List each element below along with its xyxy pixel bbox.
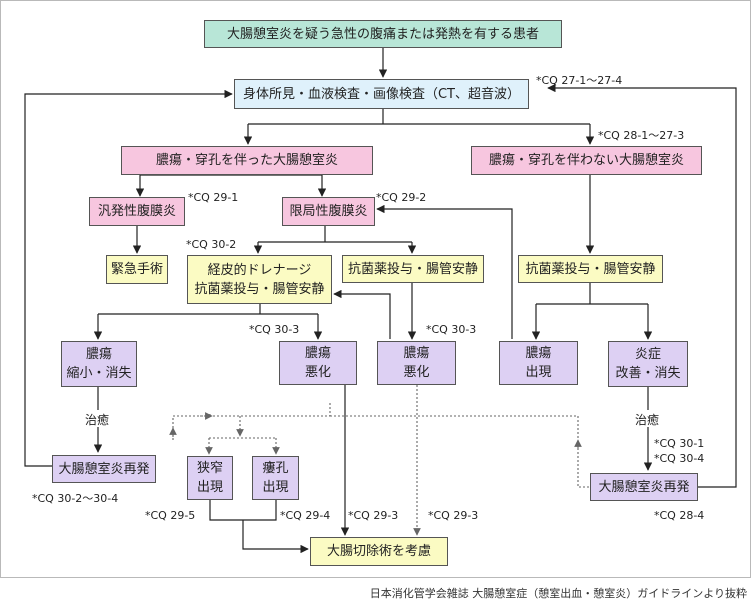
drainage-label-line1: 経皮的ドレナージ [207,262,312,278]
abscess-appear-line1: 膿瘍 [525,346,552,361]
abscess-worse-2-line1: 膿瘍 [403,346,430,361]
abscess-perforation-label: 膿瘍・穿孔を伴った大腸憩室炎 [155,153,338,168]
cq-recurrence-right-b: *CQ 30-4 [654,452,705,465]
patient-box: 大腸憩室炎を疑う急性の腹痛または発熱を有する患者 [204,20,562,48]
inflammation-improve-box: 炎症 改善・消失 [608,341,688,387]
diagram-frame [0,0,751,578]
cq-no-abscess: *CQ 28-1～27-3 [598,129,685,142]
cq-recurrence-right-a: *CQ 30-1 [654,437,705,450]
local-peritonitis-box: 限局性腹膜炎 [282,197,375,226]
abscess-shrink-box: 膿瘍 縮小・消失 [61,341,137,387]
healed-right-label: 治癒 [635,413,660,427]
inflammation-improve-line2: 改善・消失 [615,366,681,381]
cq-worse-1-resection: *CQ 29-3 [348,509,399,522]
cq-worse-1: *CQ 30-3 [249,323,300,336]
drainage-label-line2: 抗菌薬投与・腸管安静 [194,281,325,297]
abscess-shrink-line2: 縮小・消失 [66,366,132,381]
diffuse-peritonitis-label: 汎発性腹膜炎 [97,204,176,219]
abscess-worse-box-1: 膿瘍 悪化 [279,341,357,385]
recurrence-right-box: 大腸憩室炎再発 [590,473,698,501]
source-footer: 日本消化管学会雑誌 大腸憩室症（憩室出血・憩室炎）ガイドラインより抜粋 [369,587,747,600]
emergency-surgery-label: 緊急手術 [110,262,163,277]
no-abscess-perforation-label: 膿瘍・穿孔を伴わない大腸憩室炎 [488,153,684,168]
cq-local: *CQ 29-2 [376,191,427,204]
antibiotics-right-label: 抗菌薬投与・腸管安静 [525,261,656,277]
abscess-worse-2-line2: 悪化 [403,365,430,380]
recurrence-left-box: 大腸憩室炎再発 [52,455,156,483]
cq-worse-2: *CQ 30-3 [426,323,477,336]
resection-label: 大腸切除術を考慮 [326,544,431,559]
antibiotics-right-box: 抗菌薬投与・腸管安静 [518,255,663,283]
abscess-shrink-line1: 膿瘍 [85,347,112,362]
exam-label: 身体所見・血液検査・画像検査（CT、超音波） [242,86,521,102]
abscess-worse-1-line1: 膿瘍 [304,346,331,361]
fistula-box: 瘻孔 出現 [252,456,299,500]
abscess-perforation-box: 膿瘍・穿孔を伴った大腸憩室炎 [121,146,373,175]
stenosis-line1: 狭窄 [196,461,223,476]
cq-fistula: *CQ 29-4 [280,509,331,522]
cq-exam: *CQ 27-1～27-4 [536,74,623,87]
abscess-worse-1-line2: 悪化 [304,365,331,380]
drainage-box: 経皮的ドレナージ 抗菌薬投与・腸管安静 [187,255,332,304]
cq-drainage: *CQ 30-2 [186,238,237,251]
emergency-surgery-box: 緊急手術 [106,255,168,284]
local-peritonitis-label: 限局性腹膜炎 [289,204,368,219]
cq-recurrence-right-c: *CQ 28-4 [654,509,705,522]
cq-stenosis: *CQ 29-5 [145,509,196,522]
stenosis-line2: 出現 [196,480,223,495]
fistula-line2: 出現 [262,480,289,495]
fistula-line1: 瘻孔 [262,461,289,476]
stenosis-box: 狭窄 出現 [187,456,233,500]
antibiotics-mid-label: 抗菌薬投与・腸管安静 [347,261,478,277]
abscess-appear-line2: 出現 [525,365,552,380]
cq-worse-2-resection: *CQ 29-3 [428,509,479,522]
healed-left-label: 治癒 [85,413,110,427]
recurrence-right-label: 大腸憩室炎再発 [598,479,690,495]
recurrence-left-label: 大腸憩室炎再発 [58,461,150,477]
abscess-appear-box: 膿瘍 出現 [499,341,578,385]
abscess-worse-box-2: 膿瘍 悪化 [377,341,456,385]
diffuse-peritonitis-box: 汎発性腹膜炎 [89,197,185,226]
cq-recurrence-left: *CQ 30-2～30-4 [32,492,119,505]
resection-box: 大腸切除術を考慮 [310,537,448,566]
inflammation-improve-line1: 炎症 [634,347,661,362]
exam-box: 身体所見・血液検査・画像検査（CT、超音波） [234,79,529,109]
patient-label: 大腸憩室炎を疑う急性の腹痛または発熱を有する患者 [226,26,539,42]
no-abscess-perforation-box: 膿瘍・穿孔を伴わない大腸憩室炎 [471,146,702,175]
antibiotics-mid-box: 抗菌薬投与・腸管安静 [342,255,484,283]
cq-diffuse: *CQ 29-1 [188,191,239,204]
